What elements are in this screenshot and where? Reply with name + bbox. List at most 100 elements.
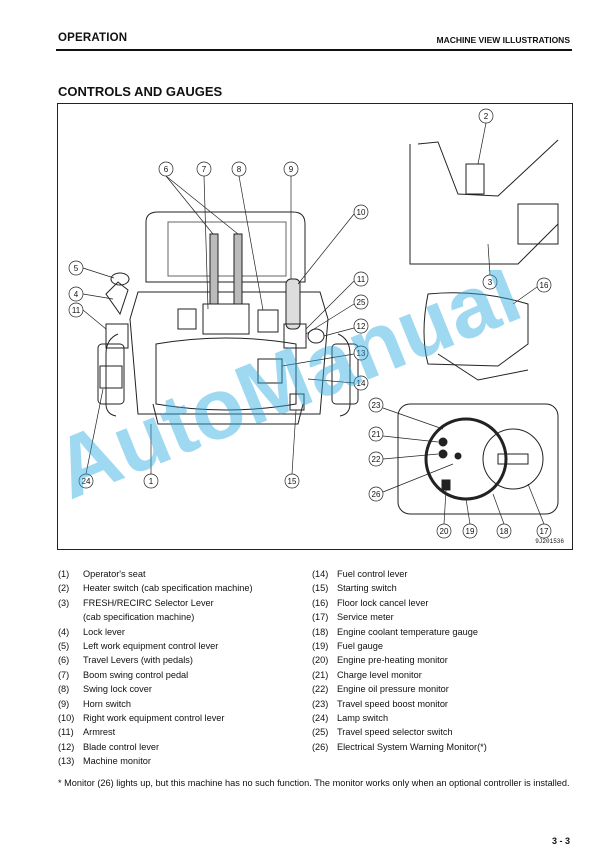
legend-item: (8)Swing lock cover [58, 682, 308, 696]
callout-16: 16 [512, 277, 552, 305]
legend-text: Electrical System Warning Monitor(*) [337, 741, 487, 752]
monitor-lamp [454, 452, 462, 460]
callout-12: 12 [323, 318, 369, 337]
page-number: 3 - 3 [551, 836, 570, 846]
legend-text: Travel speed boost monitor [337, 698, 448, 709]
callout-9: 9 [283, 161, 299, 279]
legend-text: Horn switch [83, 698, 131, 709]
svg-text:7: 7 [202, 165, 207, 174]
legend-item: (20)Engine pre-heating monitor [312, 653, 572, 667]
legend-text: Armrest [83, 727, 116, 738]
legend-text: Machine monitor [83, 756, 151, 767]
floor-lock-area [423, 292, 529, 367]
svg-text:22: 22 [372, 455, 381, 464]
svg-text:13: 13 [357, 349, 366, 358]
header-section: OPERATION [58, 32, 128, 44]
legend-item: (16)Floor lock cancel lever [312, 596, 572, 610]
callout-26: 26 [368, 463, 454, 502]
cab-side-outline [417, 139, 559, 197]
svg-text:2: 2 [484, 112, 489, 121]
legend-number: (18) [312, 626, 329, 637]
legend-text: Engine coolant temperature gauge [337, 626, 478, 637]
legend-number: (16) [312, 597, 329, 608]
callout-25: 25 [305, 294, 369, 335]
page-title: CONTROLS AND GAUGES [58, 84, 223, 99]
legend-item: (19) Fuel gauge [312, 639, 572, 653]
svg-text:8: 8 [237, 165, 242, 174]
svg-text:10: 10 [357, 208, 366, 217]
legend-number: (3) [58, 597, 70, 608]
legend-item: (18) Engine coolant temperature gauge [312, 625, 572, 639]
header-rule [56, 49, 572, 51]
footnote: * Monitor (26) lights up, but this machi… [58, 778, 570, 788]
right-control-box [283, 323, 307, 349]
legend-number: (21) [312, 669, 329, 680]
legend-item: (12)Blade control lever [58, 740, 308, 754]
legend-item: (15) Starting switch [312, 581, 572, 595]
legend-number: (5) [58, 641, 70, 652]
callout-22: 22 [368, 451, 439, 467]
legend-item: (6)Travel Levers (with pedals) [58, 653, 308, 667]
svg-text:23: 23 [372, 401, 381, 410]
legend-number: (1) [58, 569, 70, 579]
lock-lever [105, 281, 129, 316]
seat-front [152, 403, 304, 425]
svg-text:11: 11 [72, 306, 81, 315]
callout-18: 18 [492, 493, 512, 539]
legend-item: (14)Fuel control lever [312, 567, 572, 581]
svg-text:3: 3 [488, 278, 493, 287]
legend-text: Lock lever [83, 626, 125, 637]
legend-text: Swing lock cover [83, 684, 152, 695]
callout-21: 21 [368, 426, 439, 443]
legend-item: (25)Travel speed selector switch [312, 725, 572, 739]
right-control-lever [285, 278, 301, 330]
callout-24: 24 [78, 388, 104, 489]
legend-text: Blade control lever [83, 741, 160, 752]
legend-number: (15) [312, 583, 329, 594]
svg-text:6: 6 [164, 165, 169, 174]
legend-text: Left work equipment control lever [83, 641, 219, 652]
legend-text: Service meter [337, 612, 394, 623]
legend-text: Right work equipment control lever [83, 713, 225, 724]
legend-item: (23) Travel speed boost monitor [312, 697, 572, 711]
monitor-panel [397, 403, 559, 515]
legend-number: (7) [58, 669, 70, 680]
svg-text:25: 25 [357, 298, 366, 307]
callout-15: 15 [284, 409, 300, 489]
legend-number: (25) [312, 727, 329, 738]
svg-text:18: 18 [500, 527, 509, 536]
svg-text:19: 19 [466, 527, 475, 536]
legend-text: Engine oil pressure monitor [337, 684, 449, 695]
cab-heater [465, 163, 485, 195]
legend-number: (23) [312, 698, 329, 709]
legend-item: (17)Service meter [312, 610, 572, 624]
legend-text: Lamp switch [337, 713, 389, 724]
monitor-lamp [438, 449, 448, 459]
legend-text: FRESH/RECIRC Selector Lever [83, 597, 214, 608]
legend-right: (14)Fuel control lever (15) Starting switc… [312, 567, 572, 754]
legend-left: (1)Operator's seat(2)Heater switch (cab … [58, 567, 308, 769]
legend-text: Fuel control lever [337, 569, 408, 579]
seat-back-inner [167, 221, 287, 277]
legend-text: Fuel gauge [337, 641, 383, 652]
coolant-fuel-gauge [424, 417, 508, 501]
legend-number: (19) [312, 641, 329, 652]
boom-pedal [177, 308, 197, 330]
svg-text:16: 16 [540, 281, 549, 290]
legend-number: (4) [58, 626, 70, 637]
svg-text:12: 12 [357, 322, 366, 331]
svg-text:21: 21 [372, 430, 381, 439]
callout-13: 13 [281, 345, 369, 367]
header-chapter: MACHINE VIEW ILLUSTRATIONS [436, 35, 570, 45]
lamp-switch-panel [99, 365, 123, 389]
controls-figure: 1 2 3 4 5 6 7 8 9 10 11 11 12 13 14 15 1… [57, 103, 573, 550]
callout-23: 23 [368, 397, 444, 430]
svg-text:1: 1 [149, 477, 154, 486]
legend-text: Starting switch [337, 583, 397, 594]
legend-number: (20) [312, 655, 329, 666]
svg-text:11: 11 [357, 275, 366, 284]
legend-item: (11)Armrest [58, 725, 308, 739]
figure-id: 9J201536 [535, 538, 564, 545]
callout-11-right: 11 [305, 271, 369, 330]
legend-number: (6) [58, 655, 70, 666]
